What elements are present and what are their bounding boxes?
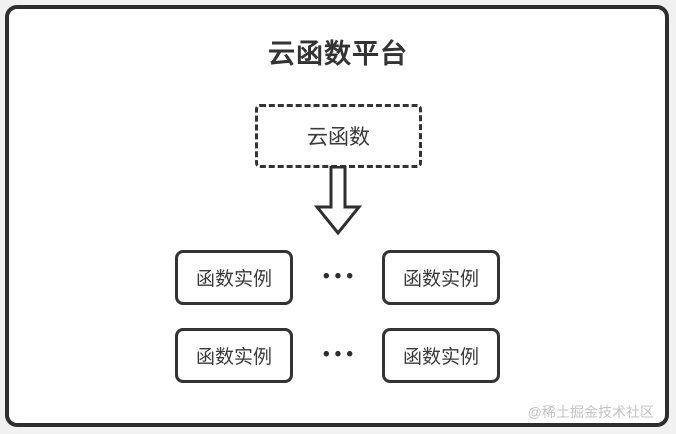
function-instance-node: 函数实例 — [382, 250, 500, 305]
watermark: @稀土掘金技术社区 — [527, 404, 654, 420]
function-instance-label: 函数实例 — [402, 347, 479, 368]
function-instance-node: 函数实例 — [382, 328, 500, 383]
function-instance-label: 函数实例 — [195, 269, 272, 290]
function-instance-node: 函数实例 — [175, 250, 293, 305]
cloud-function-node: 云函数 — [255, 104, 422, 168]
ellipsis-row-2: ••• — [323, 344, 358, 365]
diagram-title: 云函数平台 — [268, 39, 408, 69]
down-arrow-icon — [314, 166, 362, 236]
cloud-function-node-label: 云函数 — [307, 126, 370, 149]
function-instance-label: 函数实例 — [402, 269, 479, 290]
function-instance-label: 函数实例 — [195, 347, 272, 368]
function-instance-node: 函数实例 — [175, 328, 293, 383]
ellipsis-row-1: ••• — [323, 266, 358, 287]
